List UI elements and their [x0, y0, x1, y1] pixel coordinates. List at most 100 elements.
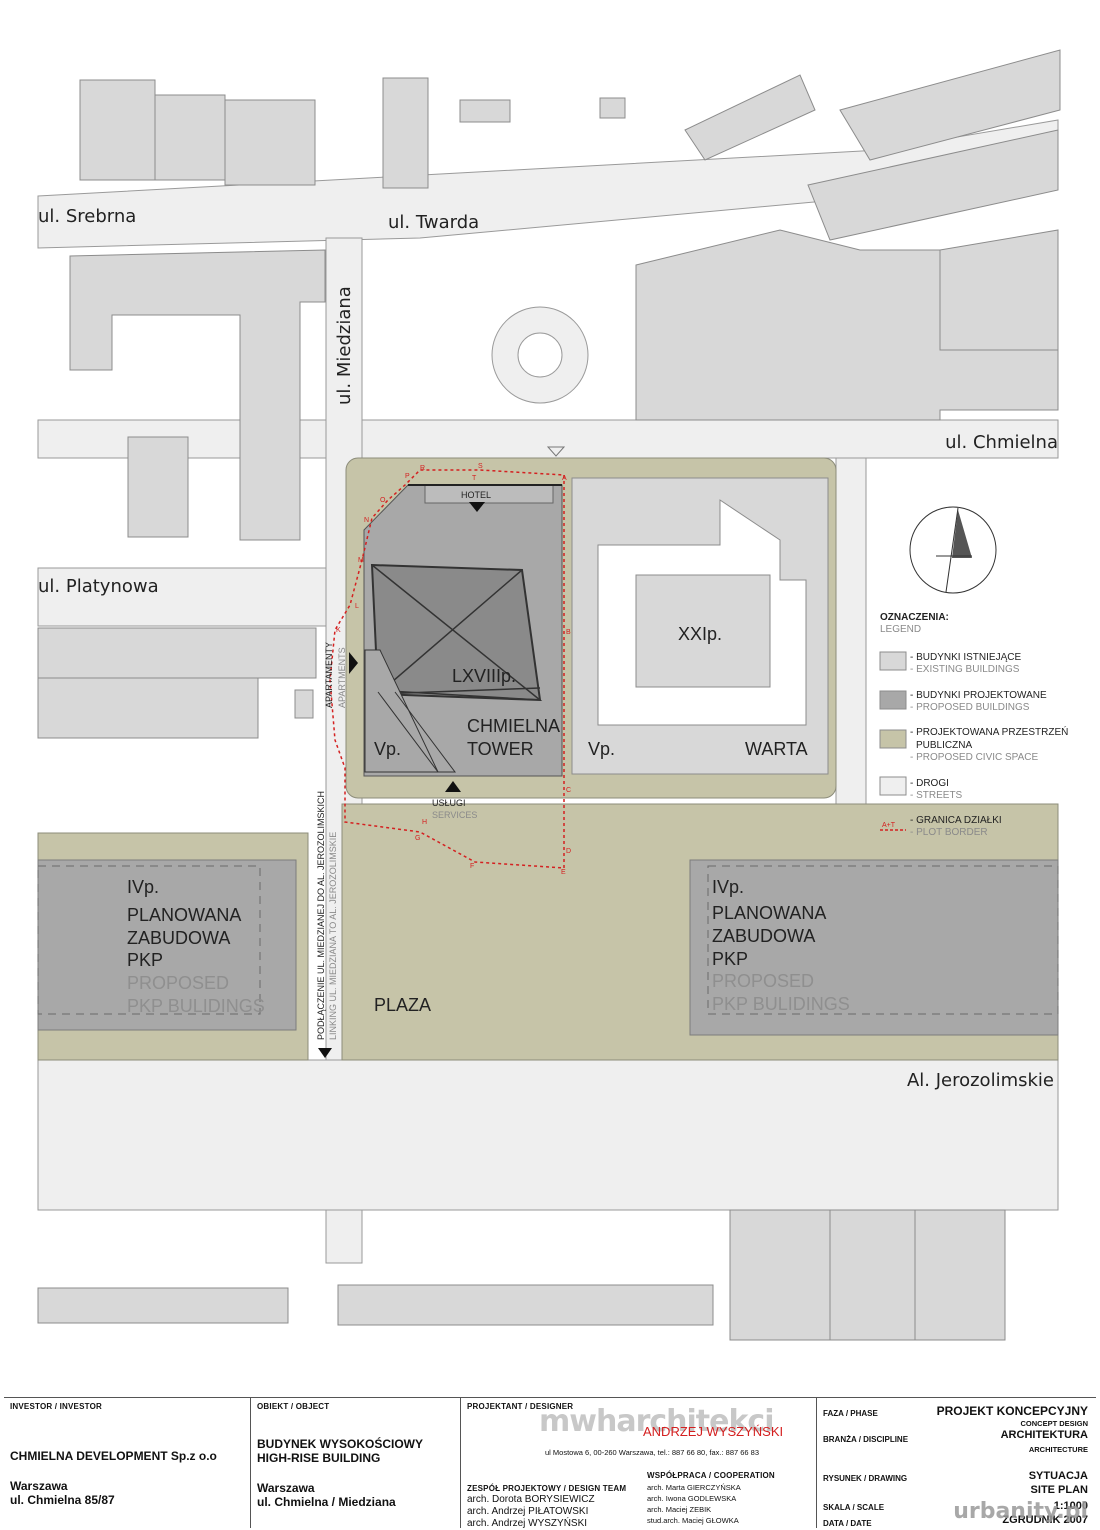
building-existing: [599, 97, 626, 119]
building-existing: [829, 1209, 916, 1341]
compass-line: [945, 507, 959, 593]
pkp-left-floors: IVp.: [127, 877, 159, 897]
entry-arrows: [318, 446, 566, 1058]
legend-title: OZNACZENIA:: [880, 612, 949, 623]
pkp-right-footprint: [689, 859, 1059, 1036]
phase-value: PROJEKT KONCEPCYJNY: [936, 1404, 1088, 1418]
street-jerozolimskie: [37, 1059, 1059, 1211]
phase-sub: CONCEPT DESIGN: [1020, 1419, 1088, 1428]
investor-city: Warszawa: [10, 1479, 68, 1493]
legend-plot-mark-label: A+T: [882, 822, 896, 829]
plot-point-label: D: [566, 848, 571, 855]
building-existing: [154, 94, 226, 181]
compass-needle: [952, 510, 972, 558]
pkp-left-line: PKP: [127, 950, 163, 970]
pkp-right-en: PROPOSED: [712, 971, 814, 991]
warta-name-label: WARTA: [745, 739, 808, 759]
object-city: Warszawa: [257, 1481, 315, 1495]
services-pl-label: USŁUGI: [432, 798, 466, 808]
warta-core: [635, 574, 771, 688]
title-block: INVESTOR / INVESTOR CHMIELNA DEVELOPMENT…: [4, 1397, 1096, 1529]
object-name-en: HIGH-RISE BUILDING: [257, 1451, 381, 1465]
legend-swatch-streets: [879, 776, 907, 796]
tower-floors-label: LXVIIIp.: [452, 666, 516, 686]
plot-point-label: S: [478, 463, 483, 470]
investor-caption: INVESTOR / INVESTOR: [10, 1402, 102, 1411]
investor-name: CHMIELNA DEVELOPMENT Sp.z o.o: [10, 1449, 217, 1463]
team-member: arch. Dorota BORYSIEWICZ: [467, 1494, 595, 1505]
street-label-chmielna: ul. Chmielna: [945, 432, 1058, 453]
pkp-right-line: PLANOWANA: [712, 903, 826, 923]
pkp-left-line: PLANOWANA: [127, 905, 241, 925]
building-existing: [37, 677, 259, 739]
object-caption: OBIEKT / OBJECT: [257, 1402, 330, 1411]
coop-member: stud.arch. Maciej GŁOWKA: [647, 1516, 739, 1525]
warta-building: [571, 477, 829, 775]
watermark: urbanity.pl: [953, 1499, 1088, 1524]
building-existing: [839, 49, 1061, 161]
tower-name-2: TOWER: [467, 739, 534, 759]
scale-caption: SKALA / SCALE: [823, 1503, 885, 1512]
plot-point-label: F: [470, 863, 474, 870]
coop-caption: WSPÓŁPRACA / COOPERATION: [647, 1471, 775, 1480]
building-existing: [939, 229, 1059, 351]
street-chmielna: [37, 419, 1059, 459]
building-existing: [382, 77, 429, 189]
legend-item-pl: - GRANICA DZIAŁKI: [910, 815, 1002, 826]
plot-border: [329, 469, 565, 869]
pkp-left-en: PKP BULIDINGS: [127, 996, 265, 1016]
street-label-srebrna: ul. Srebrna: [38, 206, 136, 227]
building-existing: [807, 129, 1059, 241]
legend-item-pl: - DROGI: [910, 778, 949, 789]
plot-point-label: R: [420, 465, 425, 472]
coop-member: arch. Iwona GODLEWSKA: [647, 1494, 737, 1503]
legend-item-pl: - BUDYNKI ISTNIEJĄCE: [910, 652, 1021, 663]
legend-item-en: - PROPOSED BUILDINGS: [910, 702, 1030, 713]
plot-point-label: C: [566, 787, 571, 794]
plot-point-label: N: [364, 517, 369, 524]
apartments-arrow: [349, 652, 358, 674]
plot-point-label: B: [566, 629, 571, 636]
pkp-left-en: PROPOSED: [127, 973, 229, 993]
roundabout: [491, 306, 589, 404]
team-member: arch. Andrzej PIŁATOWSKI: [467, 1506, 589, 1517]
date-caption: DATA / DATE: [823, 1519, 872, 1528]
building-existing: [37, 1287, 289, 1324]
apartments-pl-label: APARTAMENTY: [324, 642, 334, 708]
legend-swatches: [879, 651, 907, 796]
building-existing: [127, 436, 189, 538]
street-platynowa: [37, 567, 327, 627]
investor-address: ul. Chmielna 85/87: [10, 1493, 115, 1507]
designer-caption: PROJEKTANT / DESIGNER: [467, 1402, 574, 1411]
street-label-platynowa: ul. Platynowa: [38, 576, 159, 597]
street-label-jerozolimskie: Al. Jerozolimskie: [907, 1070, 1054, 1091]
plot-border-line: [329, 469, 565, 869]
building-existing: [79, 79, 156, 181]
investor-cell: INVESTOR / INVESTOR CHMIELNA DEVELOPMENT…: [4, 1398, 250, 1528]
plot-point-label: L: [355, 603, 359, 610]
building-existing: [459, 99, 511, 123]
plot-point-label: M: [358, 557, 364, 564]
scale-value: 1:1000: [1053, 1500, 1088, 1512]
coop-member: arch. Marta GIERCZYŃSKA: [647, 1483, 741, 1492]
pkp-left-line: ZABUDOWA: [127, 928, 230, 948]
hotel-arrow: [469, 502, 485, 512]
building-existing: [729, 1209, 831, 1341]
plot-point-label: G: [415, 835, 420, 842]
pkp-right-en: PKP BULIDINGS: [712, 994, 850, 1014]
plot-point-label: K: [336, 627, 341, 634]
building-existing: [294, 689, 314, 719]
pkp-right-line: PKP: [712, 949, 748, 969]
plot-point-label: E: [561, 869, 566, 876]
designer-logo: mwharchitekci: [539, 1404, 774, 1439]
plaza-label: PLAZA: [374, 995, 431, 1015]
discipline-value: ARCHITEKTURA: [1000, 1429, 1088, 1441]
object-name-pl: BUDYNEK WYSOKOŚCIOWY: [257, 1437, 424, 1451]
street-east: [835, 457, 867, 839]
legend-item-en: - PLOT BORDER: [910, 827, 988, 838]
legend-item-en: - STREETS: [910, 790, 963, 801]
tower-wing-lines: [377, 691, 456, 773]
chmielna-marker: [546, 446, 566, 457]
street-label-miedziana: ul. Miedziana: [334, 286, 355, 405]
legend-swatch-proposed: [879, 690, 907, 710]
